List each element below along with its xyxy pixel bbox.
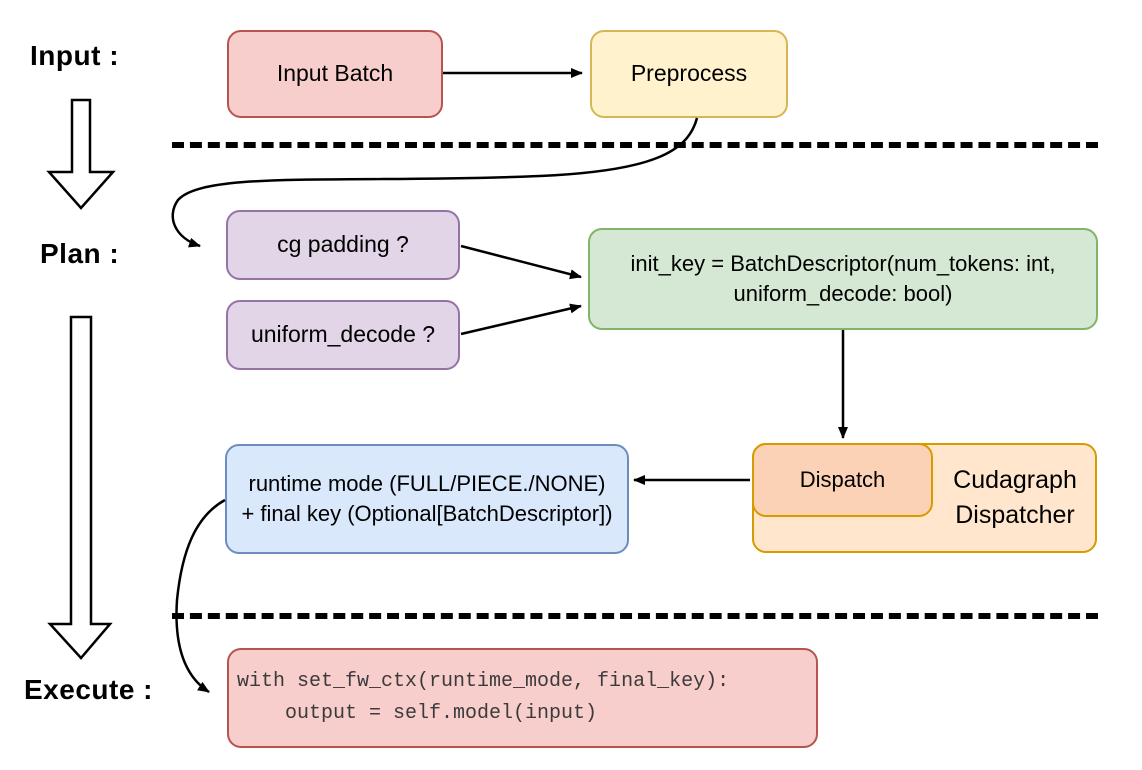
input-to-plan-arrow [46,98,116,210]
execute-phase-label: Execute : [24,674,153,705]
uniform-decode-node: uniform_decode ? [226,300,460,370]
uniform-decode-label: uniform_decode ? [250,321,436,348]
input-phase-label: Input : [30,40,120,71]
cg-padding-node: cg padding ? [226,210,460,280]
connector-uniformdecode-initkey [460,303,582,336]
phase-separator-bottom [172,613,1098,619]
init-key-node: init_key = BatchDescriptor(num_tokens: i… [588,228,1098,330]
cudagraph-dispatcher-caption: Cudagraph Dispatcher [933,443,1097,553]
cudagraph-dispatcher-line2: Dispatcher [955,501,1075,529]
connector-cgpadding-initkey [460,244,582,280]
preprocess-node: Preprocess [590,30,788,118]
phase-separator-top [172,142,1098,148]
cudagraph-dispatcher-line1: Cudagraph [953,466,1077,494]
dispatch-label: Dispatch [799,467,886,493]
execute-code-line2: output = self.model(input) [237,702,598,725]
execute-code-line1: with set_fw_ctx(runtime_mode, final_key)… [237,670,730,693]
cg-padding-label: cg padding ? [277,231,409,258]
init-key-line2: uniform_decode: bool) [733,281,953,306]
execute-code-node: with set_fw_ctx(runtime_mode, final_key)… [227,648,818,748]
dispatch-node: Dispatch [752,443,933,517]
runtime-mode-line2: + final key (Optional[BatchDescriptor]) [241,501,613,526]
runtime-mode-line1: runtime mode (FULL/PIECE./NONE) [248,471,606,497]
plan-to-execute-arrow [47,315,113,660]
preprocess-label: Preprocess [630,60,748,87]
plan-phase-label: Plan : [40,238,120,269]
input-batch-node: Input Batch [227,30,443,118]
runtime-mode-node: runtime mode (FULL/PIECE./NONE) + final … [225,444,629,554]
connector-runtimemode-execute [175,498,226,694]
input-batch-label: Input Batch [276,60,394,87]
init-key-line1: init_key = BatchDescriptor(num_tokens: i… [630,251,1056,277]
